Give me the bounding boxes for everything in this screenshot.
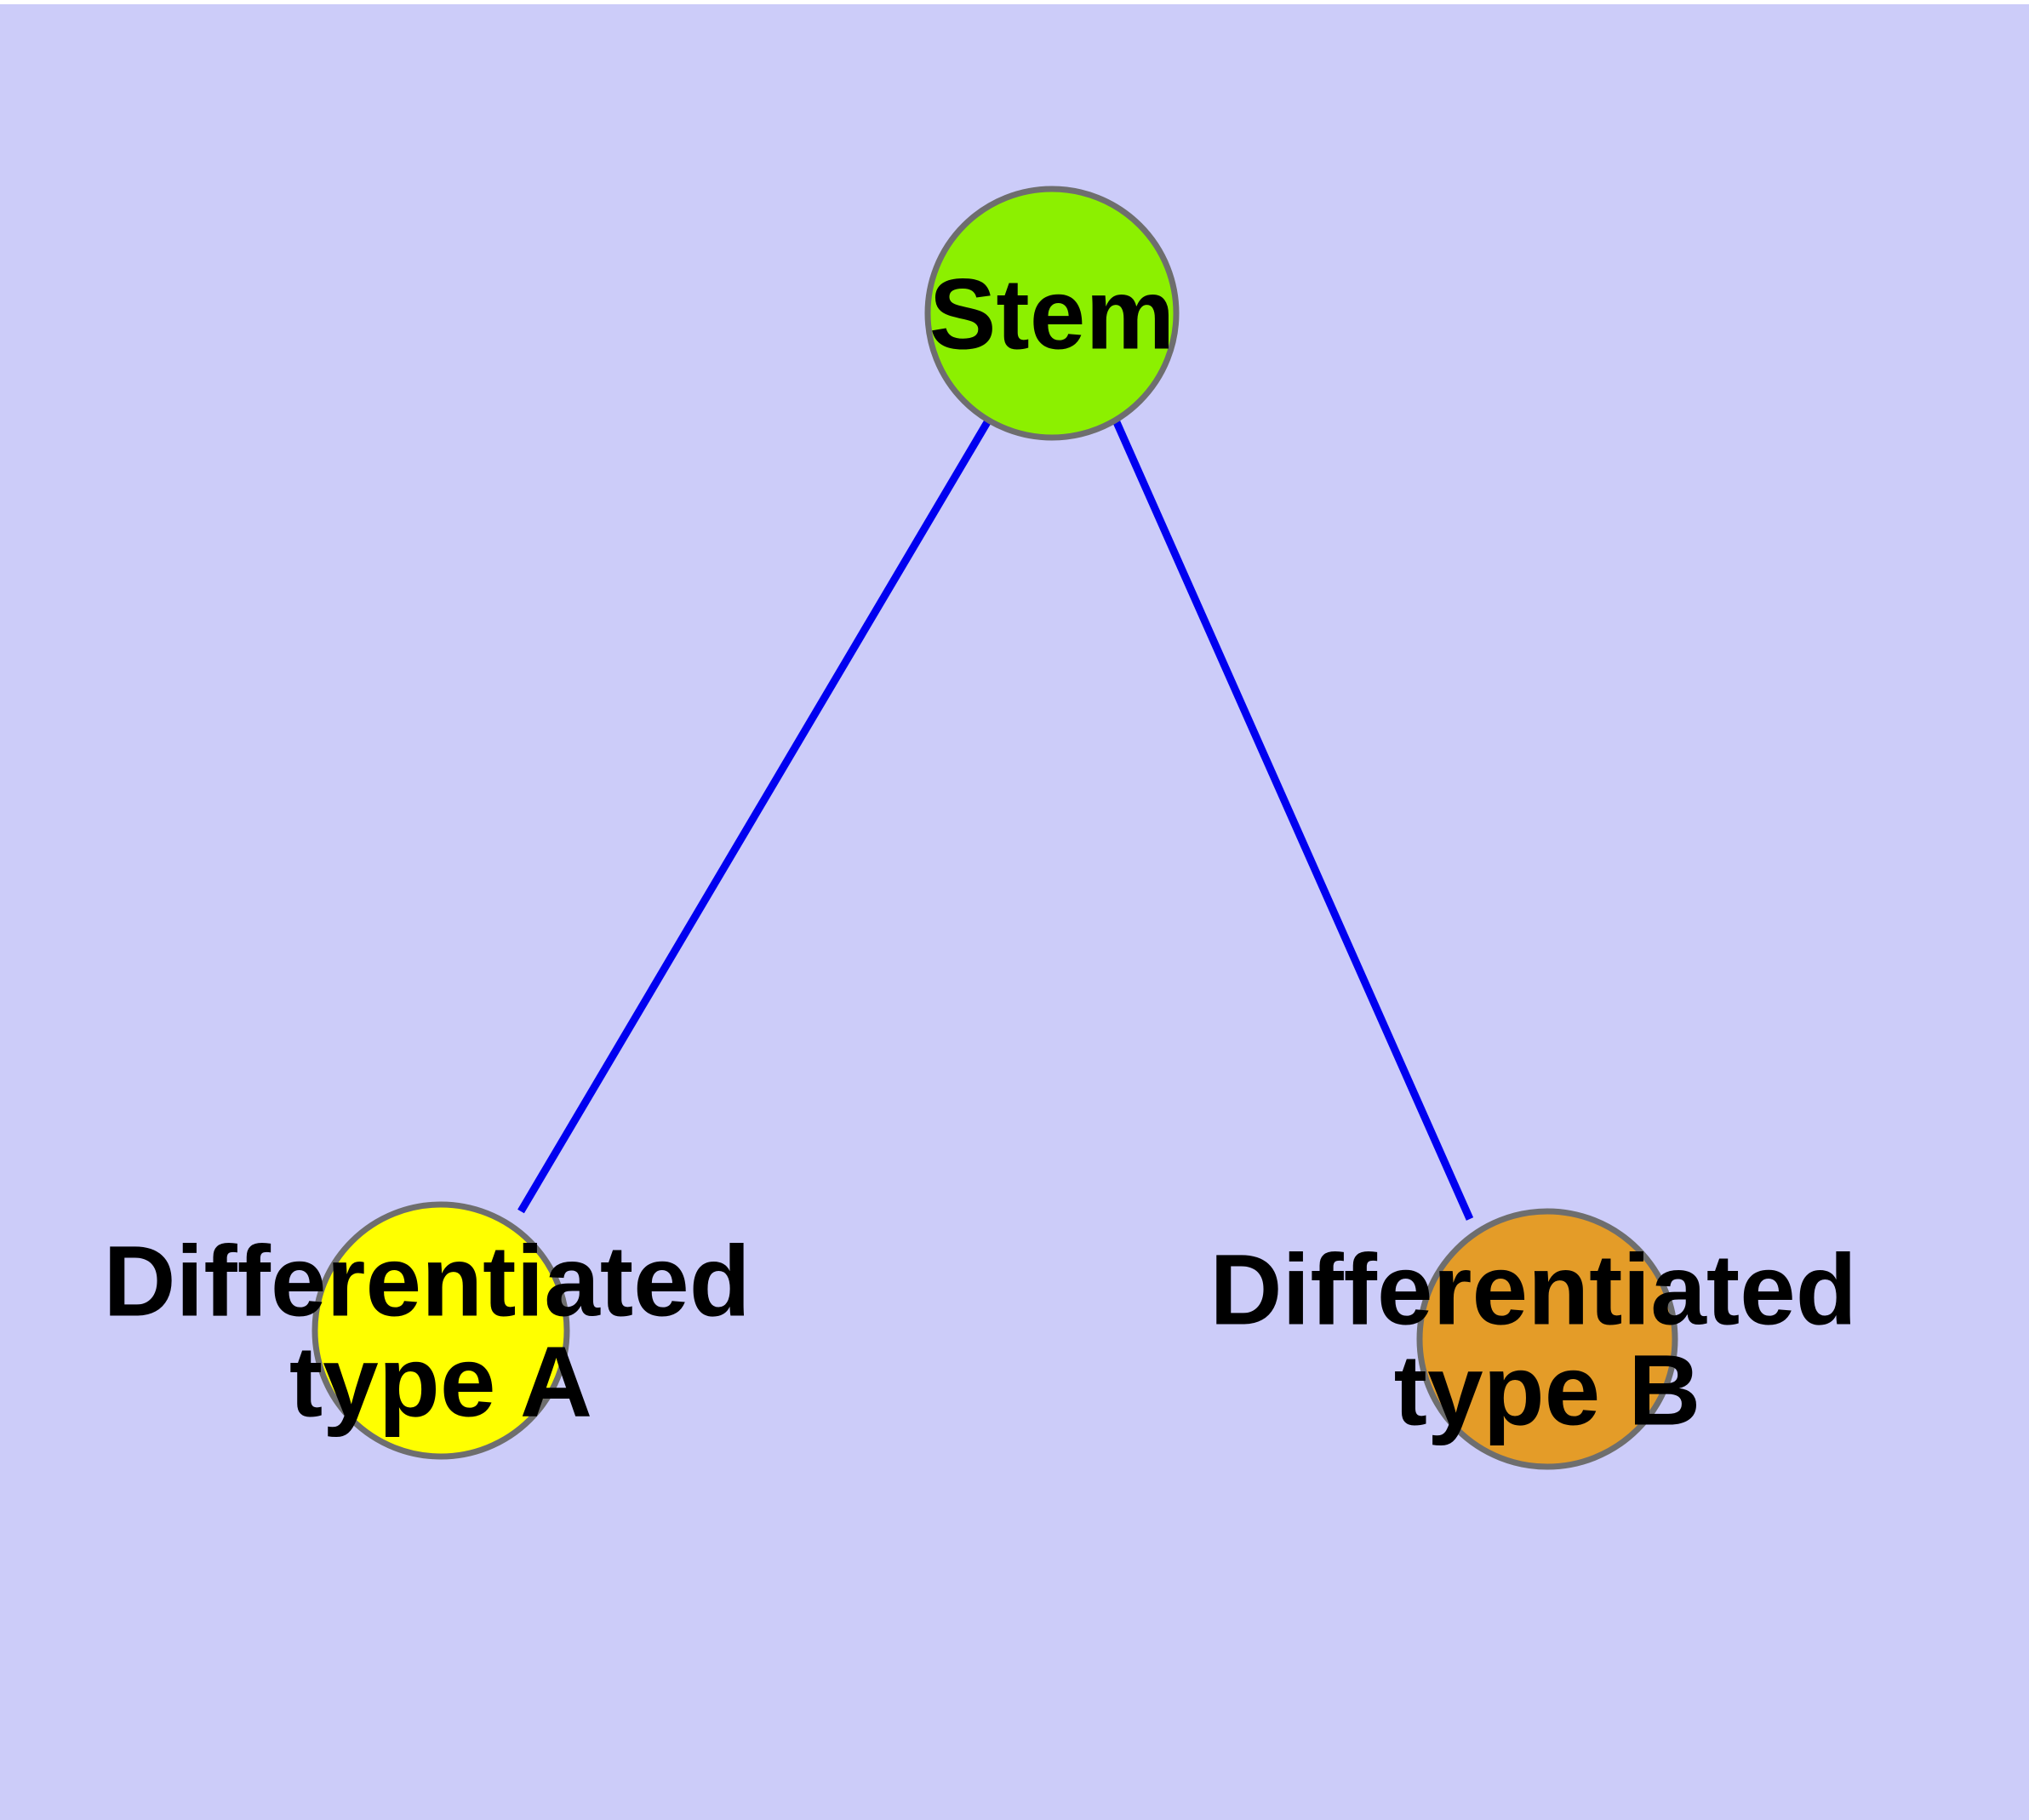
node-stem-label-line-1: Stem (929, 258, 1175, 370)
labels-layer: Stem Differentiated type A Differentiate… (103, 258, 1884, 1446)
node-differentiated-type-a[interactable] (311, 1201, 570, 1460)
node-differentiated-type-b-label-line-1: Differentiated (1209, 1233, 1857, 1346)
node-stem-circle[interactable] (924, 186, 1180, 441)
node-differentiated-type-b-label: Differentiated type B (1209, 1233, 1884, 1446)
edge-stem-to-differentiated-b[interactable] (1112, 421, 1474, 1221)
edges-layer (517, 420, 1474, 1221)
edge-stem-to-differentiated-a[interactable] (517, 420, 991, 1214)
node-differentiated-type-a-label: Differentiated type A (103, 1225, 778, 1438)
node-differentiated-type-a-label-line-1: Differentiated (103, 1225, 751, 1337)
nodes-layer (311, 186, 1678, 1470)
node-differentiated-type-a-label-line-2: type A (289, 1325, 592, 1438)
node-stem[interactable] (924, 186, 1180, 441)
node-differentiated-type-b[interactable] (1416, 1208, 1678, 1470)
node-differentiated-type-b-circle[interactable] (1416, 1208, 1678, 1470)
node-differentiated-type-a-circle[interactable] (311, 1201, 570, 1460)
node-stem-label: Stem (929, 258, 1175, 370)
node-differentiated-type-b-label-line-2: type B (1394, 1334, 1701, 1446)
